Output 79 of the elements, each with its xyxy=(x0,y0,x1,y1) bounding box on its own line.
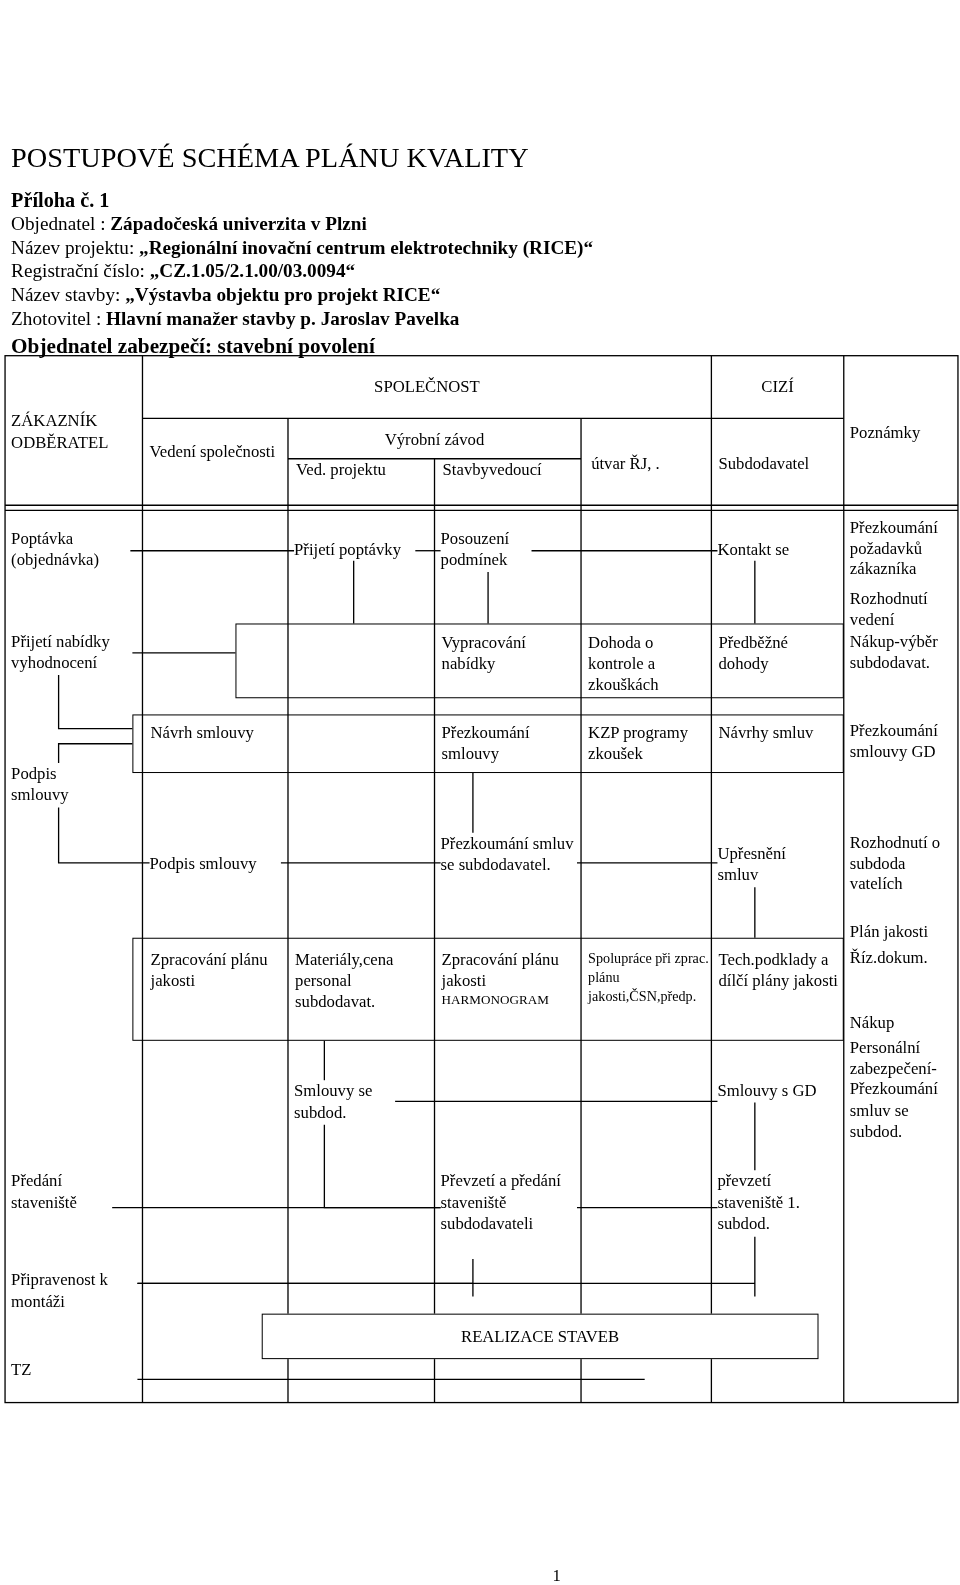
step-text: KZP programy zkoušek xyxy=(588,721,710,766)
connector-line xyxy=(576,862,719,864)
note-text: Říz.dokum. xyxy=(849,947,929,969)
page-number: 1 xyxy=(551,1566,562,1585)
note-text: Přezkoumání smlouvy GD xyxy=(849,720,939,763)
connector-line xyxy=(394,1100,719,1103)
connector-line xyxy=(353,560,355,625)
step-text: Upřesnění smluv xyxy=(717,842,819,888)
step-text: Smlouvy s GD xyxy=(717,1080,834,1103)
step-text: Zpracování plánu jakosti xyxy=(150,948,287,994)
step-text: Předání staveniště xyxy=(11,1170,113,1215)
column-header: Poznámky xyxy=(849,422,922,444)
column-header: Výrobní závod xyxy=(383,429,486,451)
connector-line xyxy=(487,571,489,625)
connector-line xyxy=(280,862,442,864)
connector-line xyxy=(754,1101,756,1171)
step-text: Smlouvy se subdod. xyxy=(294,1080,396,1125)
process-box: REALIZACE STAVEB xyxy=(261,1313,819,1360)
step-text: Podpis smlouvy xyxy=(11,762,103,808)
connector-line xyxy=(472,772,474,834)
column-header: CIZÍ xyxy=(760,376,795,398)
note-text: Plán jakosti xyxy=(849,921,930,943)
step-text: Převzetí a předání staveniště subdodavateli xyxy=(440,1170,577,1260)
connector-line xyxy=(57,806,151,864)
note-text: Přezkoumání požadavků zákazníka xyxy=(849,517,939,580)
column-header: ZÁKAZNÍK ODBĚRATEL xyxy=(11,411,110,453)
connector-line xyxy=(754,886,756,939)
note-text: Rozhodnutí vedení xyxy=(849,589,929,631)
step-text: Posouzení podmínek xyxy=(440,527,532,572)
step-text: Kontakt se xyxy=(717,538,809,561)
step-text: Materiály,cena personal subdodavat. xyxy=(295,948,432,1016)
info-line: Objednatel zabezpečí: stavební povolení xyxy=(11,332,376,359)
connector-line xyxy=(414,550,442,552)
step-text: TZ xyxy=(11,1359,138,1382)
step-text: Přijetí poptávky xyxy=(294,538,416,561)
connector-line xyxy=(754,560,756,625)
column-header: Stavbyvedoucí xyxy=(442,459,543,481)
step-text: Vypracování nabídky xyxy=(441,631,573,676)
step-text: Dohoda o kontrole a zkouškách xyxy=(588,631,710,699)
connector-line xyxy=(57,674,134,730)
column-header: Ved. projektu xyxy=(296,459,387,481)
info-line: Registrační číslo: „CZ.1.05/2.1.00/03.0094“ xyxy=(11,258,357,283)
note-text: Rozhodnutí o subdoda vatelích xyxy=(849,832,942,896)
step-text: Zpracování plánu jakosti xyxy=(441,948,560,992)
document-title: POSTUPOVÉ SCHÉMA PLÁNU KVALITY xyxy=(11,141,529,174)
connector-line xyxy=(131,652,237,654)
connector-line xyxy=(530,550,719,552)
step-text: převzetí staveniště 1. subdod. xyxy=(717,1170,834,1237)
connector-line xyxy=(136,1258,474,1298)
note-text: Nákup-výběr subdodavat. xyxy=(849,631,939,674)
step-text: Tech.podklady a dílčí plány jakosti xyxy=(718,948,840,1016)
info-line: Objednatel : Západočeská univerzita v Plzni xyxy=(11,212,368,237)
connector-line xyxy=(136,1378,646,1380)
step-text: Připravenost k montáži xyxy=(11,1269,138,1314)
connector-line xyxy=(576,1206,719,1209)
step-note: HARMONOGRAM xyxy=(441,991,550,1010)
step-text: Přezkoumání smlouvy xyxy=(441,721,573,766)
info-line: Název projektu: „Regionální inovační centrum elektrotechniky (RICE)“ xyxy=(11,235,595,260)
step-text: Návrhy smluv xyxy=(718,721,840,744)
connector-line xyxy=(129,550,295,552)
step-text: Přijetí nabídky vyhodnocení xyxy=(11,630,133,675)
connector-line xyxy=(57,743,134,764)
note-text: Personální zabezpečení-Přezkoumání smluv se subdod. xyxy=(849,1037,939,1142)
step-text: Podpis smlouvy xyxy=(149,852,281,876)
column-header: Vedení společnosti xyxy=(149,441,277,463)
step-text: Poptávka (objednávka) xyxy=(11,527,131,572)
step-text: Spolupráce při zprac. plánu jakosti,ČSN,předp. xyxy=(588,948,710,1010)
connector-line xyxy=(323,1040,326,1081)
step-text: Předběžné dohody xyxy=(718,631,830,676)
info-line: Příloha č. 1 xyxy=(11,187,111,214)
step-text: Přezkoumání smluv se subdodavatel. xyxy=(440,832,577,900)
column-header: Subdodavatel xyxy=(718,453,811,475)
step-text: Návrh smlouvy xyxy=(150,721,282,744)
column-header: útvar ŘJ, . xyxy=(591,453,661,475)
note-text: Nákup xyxy=(849,1012,896,1034)
column-header: SPOLEČNOST xyxy=(373,376,481,398)
info-line: Název stavby: „Výstavba objektu pro projekt RICE“ xyxy=(11,282,442,307)
info-line: Zhotovitel : Hlavní manažer stavby p. Jaroslav Pavelka xyxy=(11,307,461,332)
connector-line xyxy=(111,1206,442,1209)
